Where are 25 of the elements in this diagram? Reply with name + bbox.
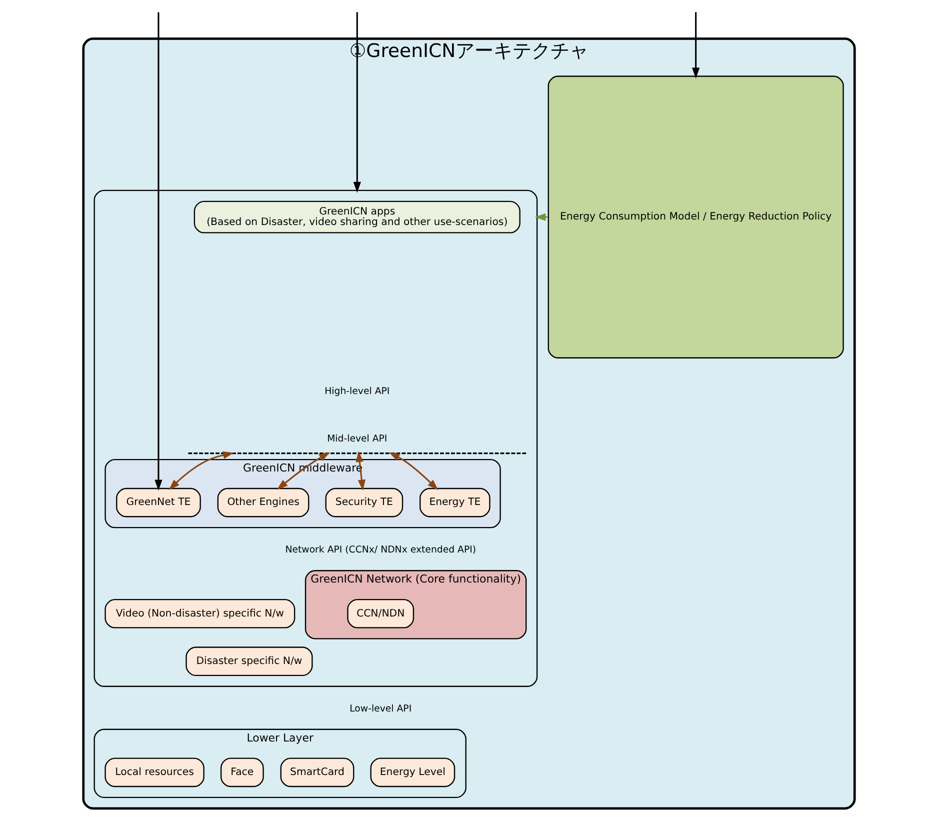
arrow	[154, 12, 162, 491]
node-box: Local resources	[104, 758, 204, 788]
node-box: CCN/NDN	[347, 598, 414, 628]
node-box: Other Engines	[217, 488, 310, 518]
arrow	[356, 451, 366, 491]
arrow	[388, 452, 438, 490]
arrow	[168, 451, 234, 490]
arrow	[692, 12, 700, 79]
node-box: Disaster specific N/w	[186, 646, 313, 676]
cluster	[94, 190, 538, 687]
arrow	[353, 12, 361, 193]
label: Low-level API	[350, 703, 412, 714]
node-box: GreenNet TE	[116, 488, 201, 518]
node-text: Mid-level API	[327, 434, 388, 445]
node-box: Face	[220, 758, 264, 788]
node-box: Energy Consumption Model / Energy Reduction Policy	[548, 76, 844, 358]
label: High-level API	[324, 386, 390, 397]
label: Network API (CCNx/ NDNx extended API)	[285, 544, 476, 556]
node-box: Energy TE	[420, 488, 490, 518]
arrow	[534, 213, 548, 221]
node-box: GreenICN apps (Based on Disaster, video sharing and other use-scenarios)	[194, 200, 520, 234]
node-box: SmartCard	[280, 758, 354, 788]
node-box: Video (Non-disaster) specific N/w	[104, 598, 296, 628]
node-box: Security TE	[325, 488, 404, 518]
node-box: Energy Level	[370, 758, 456, 788]
